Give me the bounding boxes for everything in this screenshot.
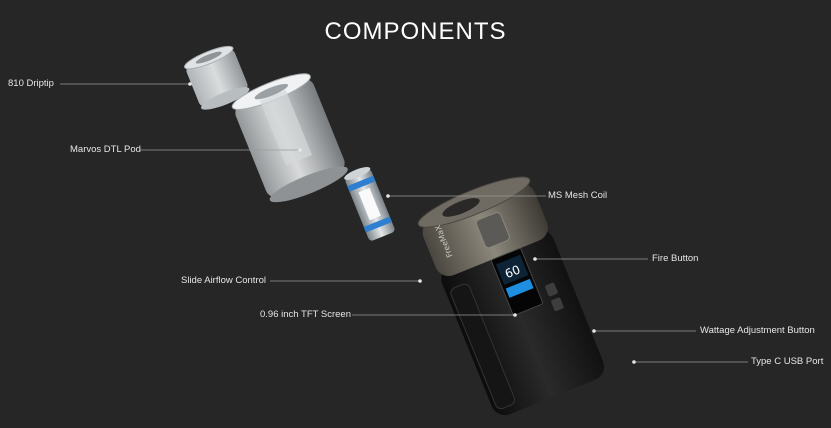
driptip-illustration <box>184 45 250 110</box>
page-title: COMPONENTS <box>324 18 507 45</box>
label-wattage-button: Wattage Adjustment Button <box>700 325 815 336</box>
label-airflow-control: Slide Airflow Control <box>181 275 267 286</box>
leader-lines <box>60 83 748 363</box>
label-fire-button: Fire Button <box>652 253 699 264</box>
label-coil: MS Mesh Coil <box>548 190 608 201</box>
label-tft-screen: 0.96 inch TFT Screen <box>260 309 352 320</box>
label-driptip: 810 Driptip <box>8 78 54 89</box>
label-pod: Marvos DTL Pod <box>70 144 141 155</box>
leader-dots <box>188 82 636 364</box>
mod-body-illustration: 60 FreeMaX <box>417 176 605 416</box>
coil-illustration <box>344 167 395 241</box>
pod-illustration <box>231 73 348 203</box>
screen-readout: 60 <box>503 262 522 281</box>
label-usb-port: Type C USB Port <box>751 356 824 367</box>
